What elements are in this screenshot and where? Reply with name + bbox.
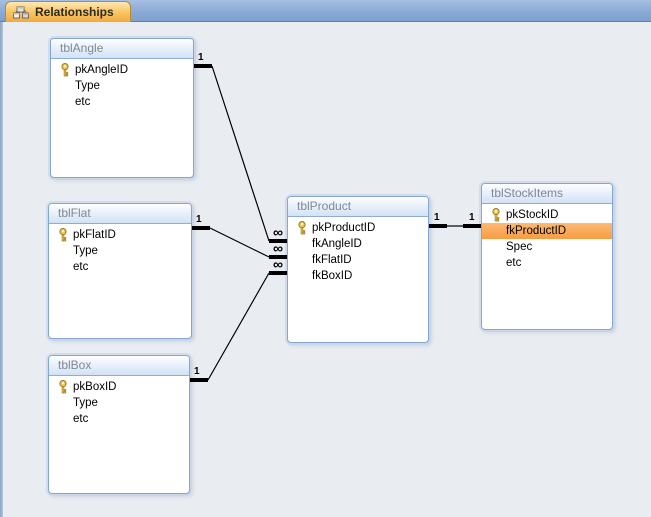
join-line[interactable] — [209, 227, 270, 258]
field-name: etc — [75, 96, 91, 108]
primary-key-icon — [491, 208, 501, 222]
field-name: fkFlatID — [312, 254, 352, 266]
primary-key-icon — [58, 380, 68, 394]
table-field-list: pkBoxID Type etc — [49, 376, 189, 427]
table-field-list: pkProductID fkAngleID fkFlatID fkBoxID — [288, 217, 428, 284]
field-row-Spec[interactable]: Spec — [482, 239, 612, 255]
cardinality-bar-one-side — [194, 64, 212, 68]
cardinality-label-from: 1 — [434, 212, 440, 223]
table-field-list: pkStockID fkProductID Spec etc — [482, 204, 612, 271]
field-name: fkProductID — [506, 225, 567, 237]
table-title[interactable]: tblStockItems — [482, 184, 612, 204]
cardinality-bar-many-side — [269, 239, 287, 243]
field-name: Spec — [506, 241, 533, 253]
table-box-tblBox[interactable]: tblBox pkBoxID Type etc — [48, 355, 190, 494]
relationship-tblBox-tblProduct[interactable]: 1∞ — [190, 256, 287, 382]
join-line[interactable] — [207, 272, 270, 381]
field-name: pkBoxID — [73, 381, 117, 393]
field-name: fkAngleID — [312, 238, 362, 250]
field-row-pkStockID[interactable]: pkStockID — [482, 207, 612, 223]
table-box-tblFlat[interactable]: tblFlat pkFlatID Type etc — [48, 203, 192, 339]
tab-label: Relationships — [35, 5, 114, 19]
cardinality-label-to: 1 — [469, 212, 475, 223]
cardinality-bar-one-side — [192, 226, 210, 230]
field-name: Type — [73, 397, 98, 409]
field-row-Type[interactable]: Type — [51, 78, 193, 94]
field-row-Type[interactable]: Type — [49, 243, 191, 259]
field-row-fkBoxID[interactable]: fkBoxID — [288, 268, 428, 284]
field-row-pkProductID[interactable]: pkProductID — [288, 220, 428, 236]
field-row-fkAngleID[interactable]: fkAngleID — [288, 236, 428, 252]
join-line[interactable] — [211, 65, 270, 242]
cardinality-bar-many-side — [269, 255, 287, 259]
cardinality-label-to: ∞ — [273, 256, 283, 272]
table-title[interactable]: tblBox — [49, 356, 189, 376]
primary-key-icon — [58, 228, 68, 242]
field-row-etc[interactable]: etc — [49, 411, 189, 427]
field-row-Type[interactable]: Type — [49, 395, 189, 411]
table-box-tblProduct[interactable]: tblProduct pkProductID fkAngleID fkFlatID f… — [287, 196, 429, 343]
cardinality-label-to: ∞ — [273, 240, 283, 256]
tab-relationships[interactable]: Relationships — [5, 1, 131, 22]
field-name: pkStockID — [506, 209, 559, 221]
field-row-pkAngleID[interactable]: pkAngleID — [51, 62, 193, 78]
cardinality-label-from: 1 — [194, 366, 200, 377]
field-row-etc[interactable]: etc — [49, 259, 191, 275]
cardinality-label-to: ∞ — [273, 224, 283, 240]
table-title[interactable]: tblFlat — [49, 204, 191, 224]
field-row-pkFlatID[interactable]: pkFlatID — [49, 227, 191, 243]
primary-key-icon — [60, 63, 70, 77]
field-name: fkBoxID — [312, 270, 353, 282]
field-row-fkFlatID[interactable]: fkFlatID — [288, 252, 428, 268]
field-row-pkBoxID[interactable]: pkBoxID — [49, 379, 189, 395]
field-name: pkFlatID — [73, 229, 116, 241]
primary-key-icon — [297, 221, 307, 235]
field-row-etc[interactable]: etc — [482, 255, 612, 271]
field-name: pkAngleID — [75, 64, 129, 76]
relationship-tblAngle-tblProduct[interactable]: 1∞ — [194, 52, 287, 243]
field-name: Type — [75, 80, 100, 92]
table-field-list: pkFlatID Type etc — [49, 224, 191, 275]
document-tab-strip: Relationships — [0, 0, 651, 22]
cardinality-bar-many-side — [463, 224, 481, 228]
table-field-list: pkAngleID Type etc — [51, 59, 193, 110]
field-name: Type — [73, 245, 98, 257]
field-name: etc — [506, 257, 522, 269]
relationship-tblFlat-tblProduct[interactable]: 1∞ — [192, 214, 287, 259]
field-name: etc — [73, 413, 89, 425]
field-name: etc — [73, 261, 89, 273]
cardinality-bar-many-side — [269, 271, 287, 275]
cardinality-label-from: 1 — [196, 214, 202, 225]
cardinality-bar-one-side — [429, 224, 447, 228]
cardinality-bar-one-side — [190, 378, 208, 382]
table-title[interactable]: tblAngle — [51, 39, 193, 59]
cardinality-label-from: 1 — [198, 52, 204, 63]
window-left-edge — [0, 22, 3, 517]
relationships-icon — [13, 6, 29, 19]
table-title[interactable]: tblProduct — [288, 197, 428, 217]
field-name: pkProductID — [312, 222, 376, 234]
field-row-fkProductID[interactable]: fkProductID — [482, 223, 612, 239]
field-row-etc[interactable]: etc — [51, 94, 193, 110]
table-box-tblAngle[interactable]: tblAngle pkAngleID Type etc — [50, 38, 194, 178]
table-box-tblStockItems[interactable]: tblStockItems pkStockID fkProductID Spec et… — [481, 183, 613, 330]
